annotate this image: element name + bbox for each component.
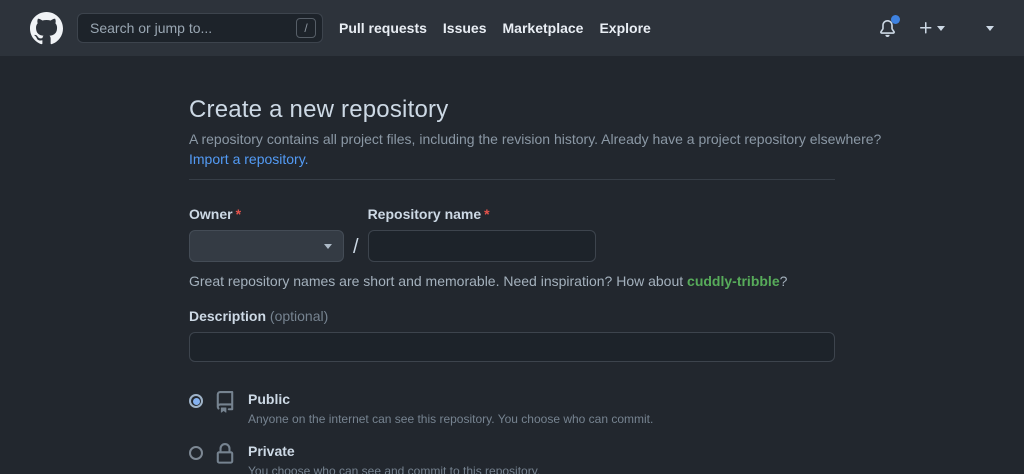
visibility-title: Private <box>248 443 295 459</box>
visibility-text: Public Anyone on the internet can see th… <box>248 390 653 427</box>
owner-label: Owner* <box>189 206 242 222</box>
create-new-menu[interactable] <box>918 20 945 36</box>
suggested-repo-name[interactable]: cuddly-tribble <box>687 273 780 289</box>
visibility-description: Anyone on the internet can see this repo… <box>248 412 654 426</box>
nav-item-marketplace[interactable]: Marketplace <box>502 20 584 36</box>
repo-name-label: Repository name* <box>367 206 490 222</box>
owner-repo-separator: / <box>353 236 359 258</box>
description-input[interactable] <box>189 332 835 362</box>
visibility-title: Public <box>248 391 291 407</box>
chevron-down-icon <box>937 25 945 31</box>
header-search[interactable]: / <box>77 13 323 43</box>
owner-select[interactable] <box>189 230 344 262</box>
nav-item-explore[interactable]: Explore <box>599 20 651 36</box>
repo-name-input[interactable] <box>367 230 596 262</box>
chevron-down-icon <box>324 243 332 249</box>
chevron-down-icon <box>986 25 994 31</box>
repo-name-hint: Great repository names are short and mem… <box>189 273 788 289</box>
nav-item-issues[interactable]: Issues <box>442 20 487 36</box>
description-label: Description (optional) <box>189 308 329 324</box>
visibility-text: Private You choose who can see and commi… <box>248 442 540 474</box>
visibility-description: You choose who can see and commit to thi… <box>248 464 541 474</box>
notifications-button[interactable] <box>879 14 900 37</box>
repo-name-field-group: Repository name* <box>367 206 596 262</box>
section-divider <box>189 179 835 180</box>
page-title: Create a new repository <box>189 96 449 123</box>
lock-icon <box>214 443 236 465</box>
nav-item-pull-requests[interactable]: Pull requests <box>339 20 427 36</box>
unread-notification-dot <box>891 14 900 24</box>
visibility-options: Public Anyone on the internet can see th… <box>189 390 835 474</box>
required-asterisk: * <box>484 206 490 222</box>
github-logo[interactable] <box>30 11 63 45</box>
owner-field-group: Owner* <box>189 206 344 262</box>
private-radio[interactable] <box>189 446 203 460</box>
public-radio[interactable] <box>189 394 203 408</box>
visibility-option-private[interactable]: Private You choose who can see and commi… <box>189 442 835 474</box>
visibility-option-public[interactable]: Public Anyone on the internet can see th… <box>189 390 835 427</box>
import-repository-link[interactable]: Import a repository. <box>189 151 309 167</box>
header-nav: Pull requests Issues Marketplace Explore <box>339 20 651 36</box>
repo-book-icon <box>214 391 236 413</box>
page-subtitle: A repository contains all project files,… <box>189 131 882 147</box>
required-asterisk: * <box>235 206 242 222</box>
user-menu[interactable] <box>983 25 994 31</box>
plus-icon <box>920 22 932 34</box>
bell-icon <box>880 19 895 37</box>
site-header: / Pull requests Issues Marketplace Explo… <box>0 0 1024 56</box>
repo-name-row: Owner* / Repository name* <box>189 206 835 262</box>
optional-note: (optional) <box>269 308 329 324</box>
header-actions <box>879 14 994 37</box>
slash-key-hint: / <box>296 18 316 38</box>
search-input[interactable] <box>88 19 296 37</box>
description-field-group: Description (optional) <box>189 308 835 362</box>
main-content: Create a new repository A repository con… <box>0 56 1024 474</box>
